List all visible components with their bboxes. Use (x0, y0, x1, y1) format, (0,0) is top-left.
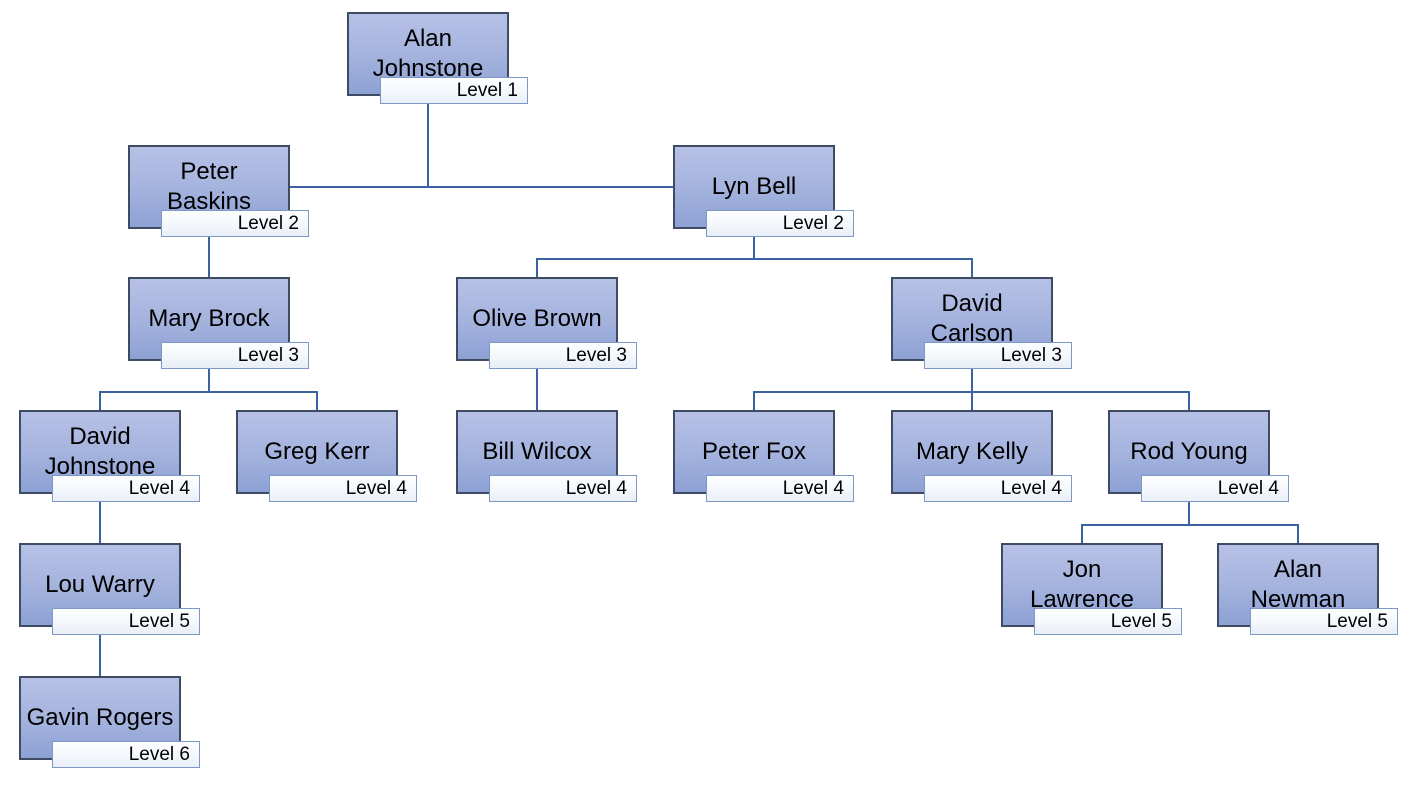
connector-line (536, 258, 973, 260)
connector-line (971, 391, 973, 410)
node-name-text: David (941, 289, 1003, 317)
connector-line (1081, 524, 1083, 543)
connector-line (1188, 391, 1190, 410)
node-level-tab: Level 5 (1034, 608, 1182, 635)
connector-line (971, 258, 973, 277)
node-level-tab: Level 4 (1141, 475, 1289, 502)
node-name-text: Bill Wilcox (482, 437, 592, 465)
node-level-text: Level 2 (782, 212, 844, 234)
node-level-tab: Level 2 (161, 210, 309, 237)
node-level-text: Level 4 (1217, 477, 1279, 499)
node-level-text: Level 5 (1110, 610, 1172, 632)
node-name-text: Gavin Rogers (26, 703, 174, 731)
node-name-text: Olive Brown (472, 304, 602, 332)
node-level-text: Level 4 (128, 477, 190, 499)
node-level-tab: Level 3 (924, 342, 1072, 369)
connector-line (290, 186, 673, 188)
connector-line (208, 369, 210, 393)
node-name-text: Alan (403, 24, 453, 52)
connector-line (753, 237, 755, 260)
node-level-tab: Level 5 (1250, 608, 1398, 635)
node-name-text: Mary Kelly (915, 437, 1029, 465)
node-level-text: Level 3 (1000, 344, 1062, 366)
node-level-tab: Level 3 (489, 342, 637, 369)
connector-line (1297, 524, 1299, 543)
node-name-text: Lyn Bell (711, 172, 797, 200)
node-level-text: Level 4 (782, 477, 844, 499)
node-name-text: Peter (180, 157, 238, 185)
node-name-text: Mary Brock (148, 304, 270, 332)
connector-line (971, 369, 973, 393)
node-level-text: Level 3 (565, 344, 627, 366)
connector-line (1188, 502, 1190, 526)
node-level-tab: Level 3 (161, 342, 309, 369)
node-level-tab: Level 6 (52, 741, 200, 768)
connector-line (536, 258, 538, 277)
connector-line (208, 237, 210, 277)
connector-line (753, 391, 755, 410)
node-level-text: Level 1 (456, 79, 518, 101)
node-name-text: Jon (1062, 555, 1102, 583)
node-level-text: Level 6 (128, 743, 190, 765)
node-name-box: Gavin Rogers (19, 676, 181, 760)
node-level-text: Level 2 (237, 212, 299, 234)
node-level-text: Level 3 (237, 344, 299, 366)
connector-line (99, 391, 101, 410)
connector-line (99, 502, 101, 543)
connector-line (99, 391, 318, 393)
node-name-text: Rod Young (1130, 437, 1248, 465)
connector-line (99, 635, 101, 676)
node-level-text: Level 5 (1326, 610, 1388, 632)
connector-line (316, 391, 318, 410)
node-name-text: David (69, 422, 131, 450)
node-level-tab: Level 4 (489, 475, 637, 502)
node-level-tab: Level 4 (269, 475, 417, 502)
node-level-tab: Level 5 (52, 608, 200, 635)
node-name-text: Greg Kerr (264, 437, 370, 465)
node-level-tab: Level 1 (380, 77, 528, 104)
node-level-tab: Level 4 (52, 475, 200, 502)
node-level-text: Level 4 (345, 477, 407, 499)
node-level-text: Level 4 (565, 477, 627, 499)
node-level-tab: Level 2 (706, 210, 854, 237)
node-level-tab: Level 4 (706, 475, 854, 502)
node-level-text: Level 5 (128, 610, 190, 632)
connector-line (1081, 524, 1299, 526)
connector-line (427, 104, 429, 187)
node-level-text: Level 4 (1000, 477, 1062, 499)
node-name-text: Lou Warry (45, 570, 155, 598)
connector-line (536, 369, 538, 410)
node-level-tab: Level 4 (924, 475, 1072, 502)
node-name-text: Peter Fox (701, 437, 807, 465)
node-name-text: Alan (1273, 555, 1323, 583)
